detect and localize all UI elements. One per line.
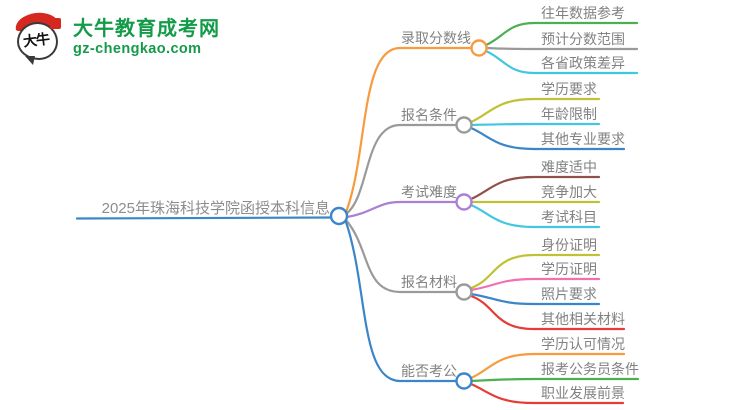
leaf-label-0-1: 预计分数范围 (541, 31, 625, 47)
logo-bull-characters: 大牛 (22, 30, 50, 50)
bull-logo-icon: 大牛 (14, 10, 64, 66)
leaf-label-3-3: 其他相关材料 (541, 311, 625, 327)
branch-label-1: 报名条件 (401, 107, 457, 123)
root-underline (75, 216, 333, 220)
branch-node-circle-0 (470, 39, 488, 57)
leaf-curve-2-0 (469, 175, 601, 201)
leaf-label-3-0: 身份证明 (541, 237, 597, 253)
logo-seal-stamp (50, 18, 61, 29)
leaf-label-2-0: 难度适中 (541, 159, 597, 175)
branch-node-circle-3 (455, 283, 473, 301)
leaf-curve-1-2 (469, 126, 626, 151)
leaf-curve-3-2 (469, 292, 601, 306)
leaf-label-1-1: 年龄限制 (541, 106, 597, 122)
leaf-curve-3-3 (469, 294, 626, 331)
leaf-label-1-0: 学历要求 (541, 81, 597, 97)
leaf-curve-4-0 (469, 352, 626, 380)
branch-curve-0 (344, 46, 473, 214)
leaf-label-4-2: 职业发展前景 (541, 385, 625, 401)
leaf-curve-2-2 (469, 203, 601, 229)
leaf-label-1-2: 其他专业要求 (541, 131, 625, 147)
logo-site-name: 大牛教育成考网 (73, 18, 220, 40)
leaf-curve-1-1 (469, 122, 601, 127)
leaf-label-4-0: 学历认可情况 (541, 336, 625, 352)
leaf-curve-1-0 (469, 97, 601, 124)
logo-site-domain: gz-chengkao.com (73, 41, 202, 57)
leaf-curve-4-2 (469, 382, 625, 405)
leaf-curve-3-1 (469, 277, 601, 292)
branch-label-2: 考试难度 (401, 184, 457, 200)
leaf-label-3-1: 学历证明 (541, 261, 597, 277)
leaf-curve-0-1 (485, 46, 639, 51)
leaf-label-0-0: 往年数据参考 (541, 5, 625, 21)
leaf-curve-0-2 (484, 49, 639, 75)
branch-curve-1 (344, 123, 458, 216)
branch-curve-4 (344, 220, 458, 383)
leaf-curve-3-0 (469, 253, 601, 290)
leaf-label-4-1: 报考公务员条件 (541, 361, 639, 377)
leaf-label-0-2: 各省政策差异 (541, 55, 625, 71)
logo-bubble-tail (25, 56, 35, 65)
leaf-curve-4-1 (469, 377, 640, 383)
site-logo: 大牛 大牛教育成考网 gz-chengkao.com (14, 10, 220, 66)
branch-label-3: 报名材料 (401, 274, 457, 290)
root-node-label: 2025年珠海科技学院函授本科信息 (101, 200, 330, 217)
branch-curve-2 (345, 200, 458, 219)
branch-node-circle-2 (455, 193, 473, 211)
leaf-label-2-2: 考试科目 (541, 209, 597, 225)
branch-label-0: 录取分数线 (401, 30, 471, 46)
branch-node-circle-1 (455, 116, 473, 134)
branch-label-4: 能否考公 (401, 363, 457, 379)
leaf-curve-0-0 (484, 21, 639, 47)
branch-node-circle-4 (455, 372, 473, 390)
root-node-circle (329, 206, 349, 226)
leaf-label-2-1: 竞争加大 (541, 184, 597, 200)
branch-curve-3 (344, 218, 458, 294)
leaf-label-3-2: 照片要求 (541, 286, 597, 302)
